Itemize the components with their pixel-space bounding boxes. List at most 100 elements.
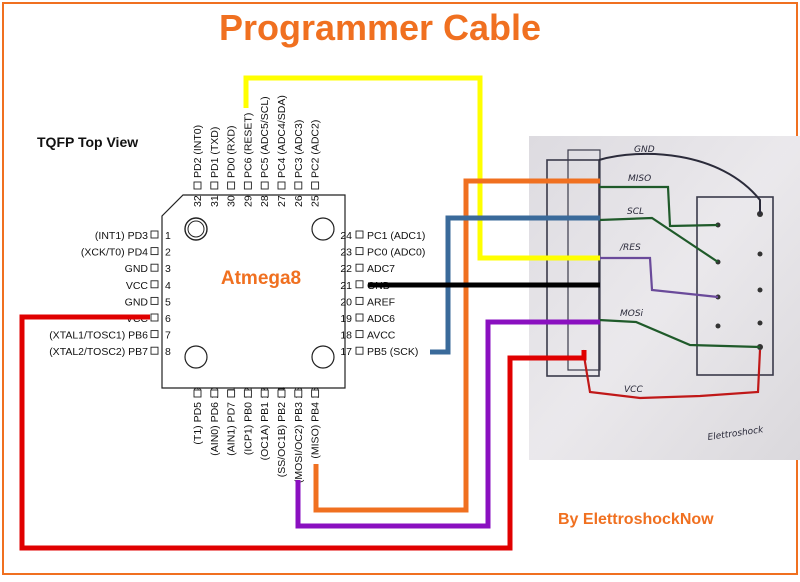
pin-number: 22 [340,263,352,275]
pin-label: PC0 (ADC0) [367,247,425,259]
pin-pad [277,181,286,190]
wire-miso-orange [313,178,600,513]
pins-bottom: 9(T1) PD510(AIN0) PD611(AIN1) PD712(ICP1… [192,387,322,483]
pin-pad [150,346,159,355]
pin-number: 21 [340,280,352,292]
pin-pad [150,263,159,272]
pin-number: 30 [226,195,238,207]
pin-label: PC1 (ADC1) [367,230,425,242]
pin-pad [193,389,202,398]
pin-number: 7 [165,330,171,342]
pin-label: (XTAL2/TOSC2) PB7 [49,346,148,358]
wire-reset-yellow [243,75,600,261]
pin-label: PC5 (ADC5/SCL) [259,96,271,178]
atmega8-chip: Atmega8 [161,194,346,389]
pin-label: PD0 (RXD) [226,125,238,178]
pin-pad [355,247,364,256]
pin-number: 28 [259,195,271,207]
pin-pad [355,296,364,305]
pin-label: VCC [126,280,149,292]
pin-pad [150,296,159,305]
pin-pad [243,389,252,398]
pin-label: AREF [367,296,395,308]
sketch-label-miso: MISO [628,174,651,184]
wires [19,75,600,551]
pin-number: 31 [209,195,221,207]
pin-pad [227,389,236,398]
pin-number: 1 [165,230,171,242]
pin-pad [277,389,286,398]
pin-pad [150,280,159,289]
pin-pad [355,330,364,339]
pin-label: (T1) PD5 [192,402,204,445]
pin-label: (INT1) PD3 [95,230,148,242]
pin-pad [355,346,364,355]
pin-label: PD2 (INT0) [192,125,204,178]
pin-pad [243,181,252,190]
pin-number: 20 [340,296,352,308]
pin-label: (ICP1) PB0 [242,402,254,455]
pin-number: 24 [340,230,352,242]
pin-pad [355,280,364,289]
sketch-label-vcc: VCC [624,385,643,395]
pin-number: 5 [165,296,171,308]
pin-label: (OC1A) PB1 [259,402,271,461]
pin-number: 27 [276,195,288,207]
pin-label: (XTAL1/TOSC1) PB6 [49,330,148,342]
view-label: TQFP Top View [37,134,138,150]
pin-number: 19 [340,313,352,325]
author-credit: By ElettroshockNow [558,511,714,528]
pin-label: AVCC [367,330,396,342]
pin-label: PC6 (RESET) [242,113,254,178]
pin-label: (AIN1) PD7 [226,402,238,456]
pin-label: (SS/OC1B) PB2 [276,402,288,477]
pin-label: GND [125,263,149,275]
pin-pad [355,230,364,239]
pin-pad [311,389,320,398]
sketch-label-mosi: MOSi [620,309,644,319]
pin-pad [210,181,219,190]
pin-number: 4 [165,280,171,292]
pin-pad [260,389,269,398]
pins-top: 32 PD2 (INT0) 31 PD1 (TXD) 30 PD0 (RXD) 29 PC6 … [192,95,322,207]
pin-label: ADC6 [367,313,395,325]
pin-pad [355,263,364,272]
pin-pad [227,181,236,190]
pin-pad [294,389,303,398]
pin-number: 8 [165,346,171,358]
pin-number: 18 [340,330,352,342]
sketch-label-res: /RES [619,243,641,253]
pin-label: PC3 (ADC3) [293,120,305,178]
pin-pad [150,313,159,322]
pin-number: 6 [165,313,171,325]
pin-pad [210,389,219,398]
pin-number: 32 [192,195,204,207]
sketch-label-scl: SCL [627,207,644,217]
pin-label: PB5 (SCK) [367,346,418,358]
pin-label: GND [125,296,149,308]
pin-number: 17 [340,346,352,358]
pin-pad [150,230,159,239]
wire-mosi-purple [295,319,600,529]
pin-number: 3 [165,263,171,275]
wire-vcc-red [19,314,587,551]
pin-label: PC2 (ADC2) [310,120,322,178]
sketch-photo: GND MISO SCL /RES MOSi VCC Elettroshock [529,136,800,460]
pin-label: PD1 (TXD) [209,127,221,178]
pin-label: ADC7 [367,263,395,275]
page-title: Programmer Cable [219,7,541,48]
chip-name: Atmega8 [221,268,301,289]
pin-pad [150,247,159,256]
sketch-label-gnd: GND [634,145,655,155]
pin-number: 26 [293,195,305,207]
pin-number: 2 [165,247,171,259]
pin-label: (XCK/T0) PD4 [81,247,148,259]
pin-pad [294,181,303,190]
pin-label: (AIN0) PD6 [209,402,221,456]
pin-pad [193,181,202,190]
pin-number: 29 [242,195,254,207]
